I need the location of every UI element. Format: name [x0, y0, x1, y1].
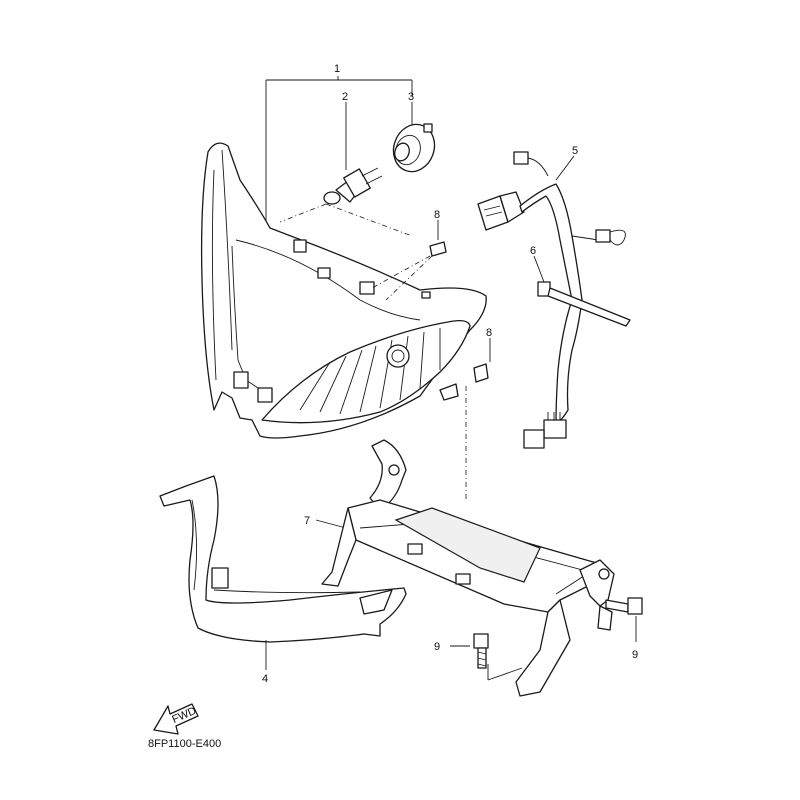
callout-2: 2 — [342, 91, 348, 103]
callout-4: 4 — [262, 673, 268, 685]
callout-7: 7 — [304, 515, 310, 527]
headlight-bracket — [315, 439, 615, 697]
callout-3: 3 — [408, 91, 414, 103]
callout-1: 1 — [334, 63, 340, 75]
callout-1-leader — [265, 76, 413, 225]
callout-9-right: 9 — [632, 649, 638, 661]
bolt-right — [605, 597, 643, 642]
callout-8-upper: 8 — [434, 209, 440, 221]
grommet-upper — [429, 220, 447, 257]
wire-harness — [477, 151, 626, 449]
side-cover — [159, 475, 407, 670]
bulb-projection-line — [279, 203, 413, 237]
socket-cover — [392, 102, 436, 173]
cable-tie — [533, 255, 631, 327]
grommet-lower — [439, 338, 491, 401]
callout-8-lower: 8 — [486, 327, 492, 339]
callout-5: 5 — [572, 145, 578, 157]
bolt-left — [450, 633, 523, 681]
callout-6: 6 — [530, 245, 536, 257]
bulb — [323, 102, 383, 205]
callout-9-left: 9 — [434, 641, 440, 653]
headlight-assembly — [200, 142, 487, 439]
fwd-arrow-icon: FWD — [153, 703, 199, 735]
diagram-code: 8FP1100-E400 — [148, 738, 222, 750]
